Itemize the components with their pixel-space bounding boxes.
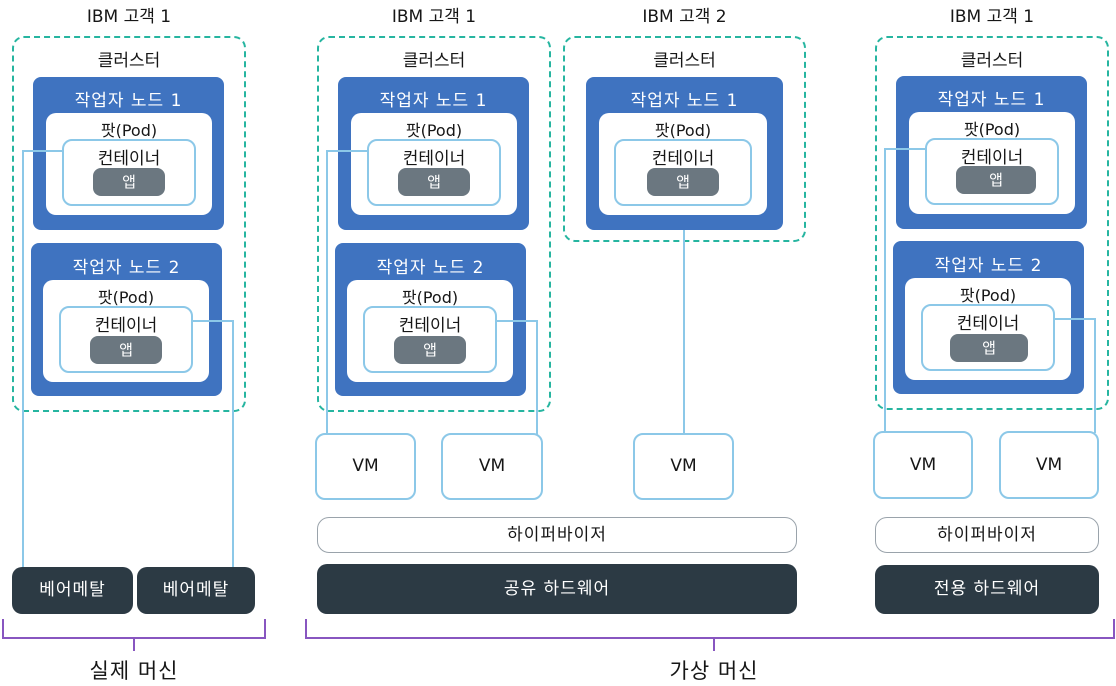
vm: VM [873, 431, 973, 499]
worker-node-label: 작업자 노드 1 [937, 90, 1046, 110]
connector-line [326, 150, 368, 152]
container-label: 컨테이너 [956, 314, 1020, 334]
cluster [317, 36, 551, 412]
container-label: 컨테이너 [651, 149, 715, 169]
vm: VM [633, 433, 734, 500]
bracket-tick [133, 639, 135, 651]
container-label: 컨테이너 [94, 316, 158, 336]
container-label: 컨테이너 [398, 316, 462, 336]
worker-node-label: 작업자 노드 2 [376, 258, 485, 278]
worker-node-label: 작업자 노드 2 [934, 256, 1043, 276]
app: 앱 [950, 334, 1028, 362]
hypervisor: 하이퍼바이저 [317, 517, 797, 553]
connector-line [1094, 318, 1096, 433]
app: 앱 [394, 336, 466, 364]
dedicated-hardware: 전용 하드웨어 [875, 565, 1099, 614]
virtual-bracket [305, 619, 1115, 639]
connector-line [193, 320, 234, 322]
bare-metal: 베어메탈 [12, 567, 133, 614]
connector-line [232, 320, 234, 570]
pod-label: 팟(Pod) [97, 288, 155, 307]
physical-machine-label: 실제 머신 [89, 659, 179, 683]
shared-hardware: 공유 하드웨어 [317, 564, 797, 614]
worker-node-label: 작업자 노드 1 [74, 91, 183, 111]
connector-line [326, 150, 328, 435]
bracket-tick [713, 639, 715, 651]
app: 앱 [398, 168, 470, 196]
vm: VM [441, 433, 543, 500]
app: 앱 [93, 168, 165, 196]
cluster-label: 클러스터 [402, 51, 466, 71]
worker-node-label: 작업자 노드 1 [630, 91, 739, 111]
pod-label: 팟(Pod) [405, 121, 463, 140]
cluster-label: 클러스터 [97, 51, 161, 71]
pod-label: 팟(Pod) [963, 120, 1021, 139]
bare-metal: 베어메탈 [137, 567, 255, 614]
app: 앱 [647, 168, 719, 196]
customer-label: IBM 고객 1 [949, 7, 1035, 27]
physical-bracket [2, 619, 266, 639]
pod-label: 팟(Pod) [401, 288, 459, 307]
vm: VM [315, 433, 416, 500]
connector-line [884, 148, 886, 433]
hypervisor: 하이퍼바이저 [875, 517, 1099, 553]
worker-node-label: 작업자 노드 1 [379, 91, 488, 111]
pod-label: 팟(Pod) [959, 286, 1017, 305]
vm: VM [999, 431, 1099, 499]
app: 앱 [90, 336, 162, 364]
cluster [12, 36, 246, 412]
worker-node-label: 작업자 노드 2 [72, 258, 181, 278]
pod-label: 팟(Pod) [100, 121, 158, 140]
customer-label: IBM 고객 2 [642, 7, 727, 27]
virtual-machine-label: 가상 머신 [669, 659, 759, 683]
pod-label: 팟(Pod) [654, 121, 712, 140]
connector-line [884, 148, 926, 150]
cluster [875, 36, 1109, 410]
container-label: 컨테이너 [960, 148, 1024, 168]
cluster-label: 클러스터 [653, 51, 716, 71]
app: 앱 [956, 166, 1036, 194]
container-label: 컨테이너 [97, 149, 161, 169]
connector-line [497, 320, 538, 322]
container-label: 컨테이너 [402, 149, 466, 169]
customer-label: IBM 고객 1 [86, 7, 172, 27]
connector-line [683, 230, 685, 435]
connector-line [1055, 318, 1096, 320]
cluster-label: 클러스터 [960, 51, 1024, 71]
connector-line [536, 320, 538, 435]
customer-label: IBM 고객 1 [391, 7, 477, 27]
connector-line [22, 150, 24, 570]
connector-line [22, 150, 63, 152]
